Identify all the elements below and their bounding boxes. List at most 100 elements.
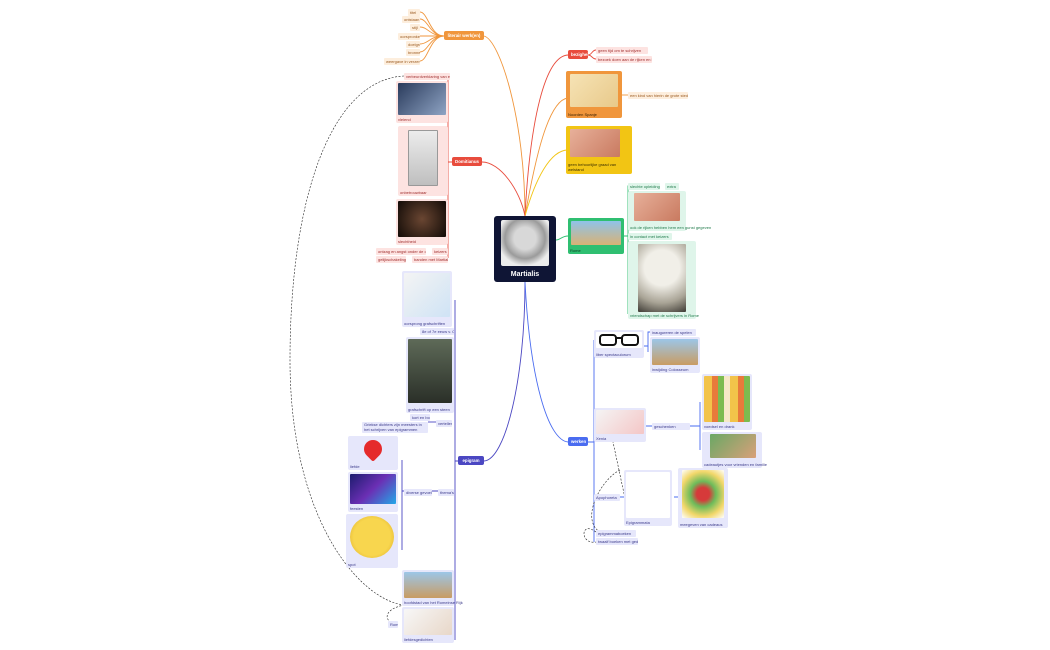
rome-money-card[interactable]: ook de rijken hebben hem een gunst gegev…: [628, 191, 711, 231]
domitianus-img2-caption: onbetrouwbaar: [400, 190, 427, 195]
epigram-desc[interactable]: Griekse dichters zijn meesters in het sc…: [362, 422, 428, 433]
welstand-card[interactable]: geen behoorlijke graad van welstand: [566, 126, 632, 174]
epigram-colosseum-card[interactable]: hoofdstad van het Romeinse Rijk: [402, 570, 463, 606]
werken-apoph-caption: Epigrammata: [626, 520, 650, 525]
domitianus-row1a[interactable]: ontzag en angst onder de onderdanen: [376, 248, 426, 255]
werken-family-card[interactable]: cadeautjes voor vrienden en familie: [702, 432, 767, 468]
topic-epigram[interactable]: epigram: [458, 456, 484, 465]
greece-map-image: [404, 273, 450, 317]
domitianus-img1-card[interactable]: vleiend: [396, 81, 448, 123]
werken-food-card[interactable]: voedsel en drank: [702, 374, 752, 430]
bezigheid-item-2[interactable]: bezoek doen aan de rijken en hun gunst w…: [596, 56, 652, 63]
rome-statue-card[interactable]: vriendschap met de schrijvers in Rome: [628, 241, 699, 319]
topic-bezigheid[interactable]: bezigheid: [568, 50, 588, 59]
rome-card[interactable]: Rome: [568, 218, 624, 254]
rome-money-image: [634, 193, 680, 221]
flatterer-image: [398, 83, 446, 115]
book-page-image: [626, 472, 670, 518]
latijn-item[interactable]: bronnen: [406, 49, 420, 56]
party-image: [350, 474, 396, 504]
werken-apoph[interactable]: Apophoreta: [594, 494, 620, 501]
domitianus-row2a[interactable]: gelijkschakeling: [376, 256, 406, 263]
topic-domitianus[interactable]: Domitianus: [452, 157, 482, 166]
werken-food-caption: voedsel en drank: [704, 424, 735, 429]
calculator-image: [408, 130, 438, 186]
martialis-portrait: [501, 220, 549, 266]
epigram-date[interactable]: 8e of 7e eeuw v. Chr.: [420, 328, 454, 335]
werken-colosseum-card[interactable]: inwijding Colosseum: [650, 337, 700, 373]
epigram-rome[interactable]: Rome: [388, 621, 398, 628]
epigram-couple-card[interactable]: liefdesgedichten: [402, 607, 454, 643]
rome-statue-caption: vriendschap met de schrijvers in Rome: [630, 313, 699, 318]
werken-colosseum-caption: inwijding Colosseum: [652, 367, 689, 372]
domitianus-img1-caption: vleiend: [398, 117, 411, 122]
spain-note[interactable]: een kind van hierin de grote steden: [628, 92, 688, 99]
epigram-smile-caption: spot: [348, 562, 356, 567]
epigram-tomb-card[interactable]: grafschrift op een steen: [406, 337, 454, 413]
latijn-item[interactable]: doelgroep: [406, 41, 420, 48]
spain-card[interactable]: Noorden Spanje: [566, 71, 622, 118]
werken-gift-card[interactable]: meegeven van cadeaus: [678, 468, 728, 528]
rome-item-top[interactable]: slechte opleiding: [628, 183, 660, 190]
rome-caption: Rome: [570, 248, 581, 253]
epigram-colosseum-image: [404, 572, 452, 598]
epigram-themes[interactable]: thema's: [438, 489, 454, 496]
gift-image: [682, 470, 724, 518]
epigram-party-card[interactable]: feesten: [348, 472, 398, 512]
central-title: Martialis: [510, 271, 540, 278]
werken-twelve[interactable]: twaalf boeken met gedichten: [596, 538, 638, 545]
glasses-icon: [596, 332, 642, 348]
rome-money-caption: ook de rijken hebben hem een gunst gegev…: [630, 225, 712, 230]
epigram-map-card[interactable]: oorsprong grafschriften: [402, 271, 452, 327]
werken-opening[interactable]: inaugureren de spelen: [650, 329, 696, 336]
werken-map-image: [596, 410, 644, 434]
tombstone-image: [408, 339, 452, 403]
epigram-party-caption: feesten: [350, 506, 364, 511]
werken-apoph-card[interactable]: Epigrammata: [624, 470, 672, 526]
werken-colosseum-image: [652, 339, 698, 365]
bezigheid-item-1[interactable]: geen tijd om te schrijven: [596, 47, 648, 54]
central-node[interactable]: Martialis: [494, 216, 556, 282]
werken-glasses-caption: liber spectaculorum: [596, 352, 631, 357]
colosseum-image: [571, 221, 621, 245]
epigram-heart-caption: liefde: [350, 464, 360, 469]
latijn-item[interactable]: titel: [408, 9, 420, 16]
tongue-smiley-icon: [350, 516, 394, 558]
domitianus-img2-card[interactable]: onbetrouwbaar: [398, 126, 448, 196]
family-image: [710, 434, 756, 458]
domitianus-row1b[interactable]: keizers: [432, 248, 448, 255]
domitianus-item-top[interactable]: verbeurdverklaring van eigendommen: [404, 73, 450, 80]
rome-item-top-extra[interactable]: extra: [665, 183, 679, 190]
epigram-function[interactable]: vertellen: [436, 420, 452, 427]
topic-werken[interactable]: werken: [568, 437, 588, 446]
food-image: [704, 376, 750, 422]
epigram-map-caption: oorsprong grafschriften: [404, 321, 446, 326]
epigram-kort[interactable]: kort en bondig: [410, 414, 430, 421]
couple-image: [404, 609, 452, 635]
spain-card-caption: Noorden Spanje: [568, 112, 597, 117]
werken-spain-caption: Xenia: [596, 436, 607, 441]
dark-faces-image: [398, 201, 446, 237]
epigram-heart-card[interactable]: liefde: [348, 436, 398, 470]
latijn-item[interactable]: ontstaan: [402, 16, 420, 23]
werken-epig-books[interactable]: epigrammaboeken: [596, 530, 636, 537]
werken-glasses-card[interactable]: liber spectaculorum: [594, 330, 644, 358]
werken-spain-card[interactable]: Xenia: [594, 408, 646, 442]
werken-family-caption: cadeautjes voor vrienden en familie: [704, 462, 767, 467]
epigram-colosseum-caption: hoofdstad van het Romeinse Rijk: [404, 600, 463, 605]
epigram-smile-card[interactable]: spot: [346, 514, 398, 568]
money-image: [570, 129, 620, 157]
domitianus-img3-caption: slechtheid: [398, 239, 417, 244]
rome-item-mid[interactable]: in contact met keizers: [628, 233, 672, 240]
latijn-item[interactable]: oorspronkelijk: [398, 33, 420, 40]
domitianus-img3-card[interactable]: slechtheid: [396, 199, 448, 245]
latijn-item[interactable]: weergave in verzen: [384, 58, 420, 65]
topic-latijn[interactable]: literair werk(en): [444, 31, 484, 40]
latijn-item[interactable]: stijl: [410, 24, 420, 31]
epigram-feelings[interactable]: diverse gevoelens: [404, 489, 432, 496]
welstand-caption: geen behoorlijke graad van welstand: [568, 162, 617, 172]
domitianus-row2b[interactable]: banden met Martialis: [412, 256, 448, 263]
werken-food-note[interactable]: geschenken: [652, 423, 690, 430]
